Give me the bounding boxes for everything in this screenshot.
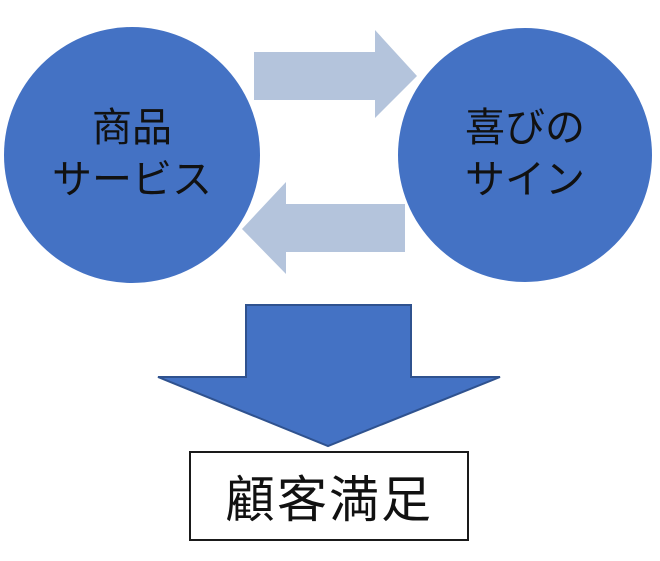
product-line-2: サービス [52, 157, 212, 203]
circle-product [4, 27, 260, 283]
result-label: 顧客満足 [225, 471, 433, 529]
product-line-1: 商品 [92, 105, 172, 151]
arrow-down [157, 304, 501, 448]
joy-line-2: サイン [465, 157, 585, 203]
circle-joy [398, 28, 652, 282]
arrow-left [242, 182, 405, 274]
joy-line-1: 喜びの [465, 105, 585, 151]
arrow-right [254, 30, 417, 118]
circle-product-label: 商品 サービス [4, 102, 260, 206]
result-box: 顧客満足 [189, 451, 469, 541]
circle-joy-label: 喜びの サイン [398, 102, 652, 206]
